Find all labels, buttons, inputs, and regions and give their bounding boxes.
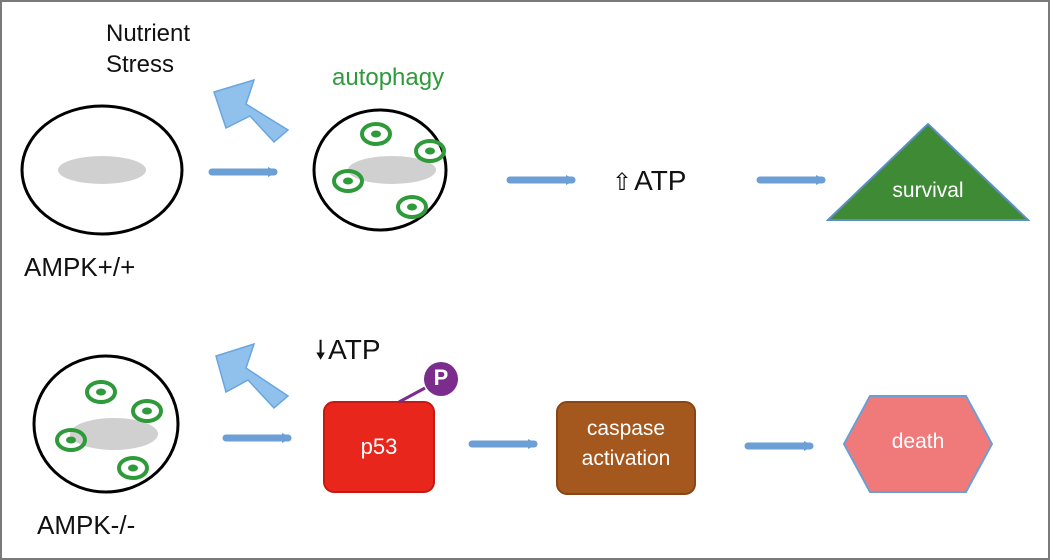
vesicle-icon — [131, 399, 163, 423]
survival-triangle — [825, 122, 1031, 221]
ampk-wt-label: AMPK+/+ — [24, 252, 136, 282]
nucleus — [348, 156, 436, 184]
up-arrow-icon: ⇧ — [612, 169, 633, 196]
phospho-label: P — [433, 365, 449, 390]
vesicle-icon — [360, 122, 392, 146]
atp-down-label: 🠗ATP — [315, 332, 381, 376]
vesicle-icon — [396, 195, 428, 219]
nutrient-stress-label: Nutrient Stress — [106, 18, 190, 80]
cell-ampk-wt — [20, 104, 184, 236]
vesicle-icon — [55, 428, 87, 452]
lightning-icon — [215, 342, 290, 410]
vesicle-icon — [414, 139, 446, 163]
phospho-circle — [424, 362, 458, 396]
death-label: death — [891, 430, 945, 453]
cell-ampk-ko — [32, 354, 180, 494]
nucleus — [70, 418, 158, 450]
atp-up-text: ATP — [634, 165, 687, 196]
vesicle-icon — [332, 169, 364, 193]
down-arrow-icon: 🠗 — [315, 335, 327, 365]
atp-down-text: ATP — [328, 334, 381, 365]
lightning-icon — [213, 78, 290, 144]
p53-label: p53 — [360, 434, 398, 459]
caspase-box — [556, 401, 696, 495]
autophagy-label: autophagy — [332, 64, 445, 91]
phospho-connector — [398, 386, 426, 404]
vesicle-icon — [85, 380, 117, 404]
stress-line: Stress — [106, 51, 175, 78]
ampk-ko-label: AMPK-/- — [37, 510, 136, 540]
death-hexagon — [842, 395, 994, 493]
survival-label: survival — [892, 179, 964, 202]
cell-autophagy — [312, 108, 448, 232]
atp-up-label: ⇧ATP — [612, 165, 687, 197]
nucleus — [58, 156, 146, 184]
p53-box — [323, 401, 435, 493]
caspase-label: caspase activation — [581, 417, 671, 470]
nutrient-line: Nutrient — [106, 20, 191, 47]
vesicle-icon — [117, 456, 149, 480]
